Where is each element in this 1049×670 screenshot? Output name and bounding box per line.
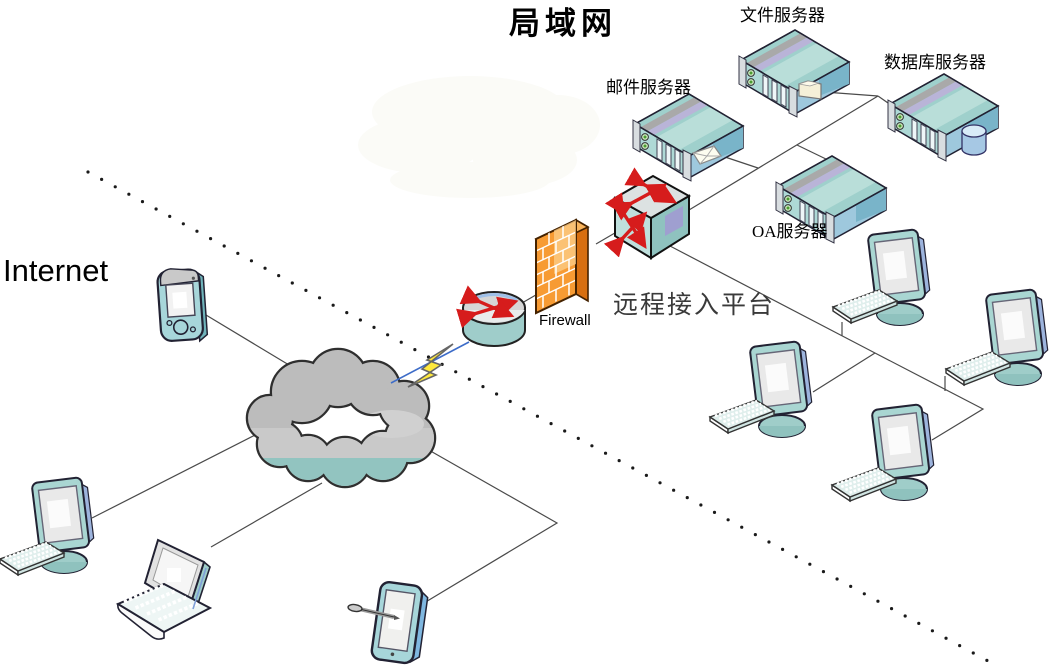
node-access-switch[interactable] (615, 176, 689, 258)
connection-line (721, 155, 759, 169)
node-internet-desktop[interactable] (0, 475, 96, 577)
node-internet-tablet[interactable] (345, 579, 432, 667)
node-firewall[interactable] (535, 219, 589, 314)
node-lan-pc-2[interactable] (708, 339, 814, 438)
node-mail-server[interactable] (632, 93, 744, 182)
connection-line (812, 352, 876, 393)
lightning-link (390, 341, 470, 388)
remote-access-platform-label: 远程接入平台 (613, 292, 776, 319)
connection-line (669, 245, 985, 441)
node-lan-pc-3[interactable] (944, 287, 1049, 387)
file-server-label: 文件服务器 (740, 6, 825, 25)
node-lan-pc-4[interactable] (830, 402, 936, 503)
connection-line (796, 144, 829, 161)
node-internet-laptop[interactable] (116, 538, 212, 641)
internet-zone-label: Internet (3, 253, 109, 288)
mail-server-label: 邮件服务器 (606, 78, 691, 97)
zone-boundary-dotted-line (86, 170, 990, 663)
node-router[interactable] (463, 292, 525, 346)
node-pda[interactable] (155, 265, 209, 345)
connection-line (210, 482, 323, 548)
connection-line (418, 448, 559, 607)
connection-line (688, 95, 879, 211)
database-server-label: 数据库服务器 (884, 53, 986, 72)
firewall-label: Firewall (539, 312, 591, 329)
background-smudge (358, 76, 600, 198)
oa-server-label: OA服务器 (752, 222, 828, 241)
node-database-server[interactable] (887, 73, 999, 162)
lan-zone-title: 局域网 (509, 6, 617, 41)
node-file-server[interactable] (738, 29, 850, 118)
lightning-bolt-icon (407, 343, 454, 388)
node-internet-cloud[interactable] (240, 347, 440, 490)
connection-lines (91, 91, 985, 607)
node-lan-pc-1[interactable] (831, 227, 932, 326)
connection-line (91, 433, 258, 519)
